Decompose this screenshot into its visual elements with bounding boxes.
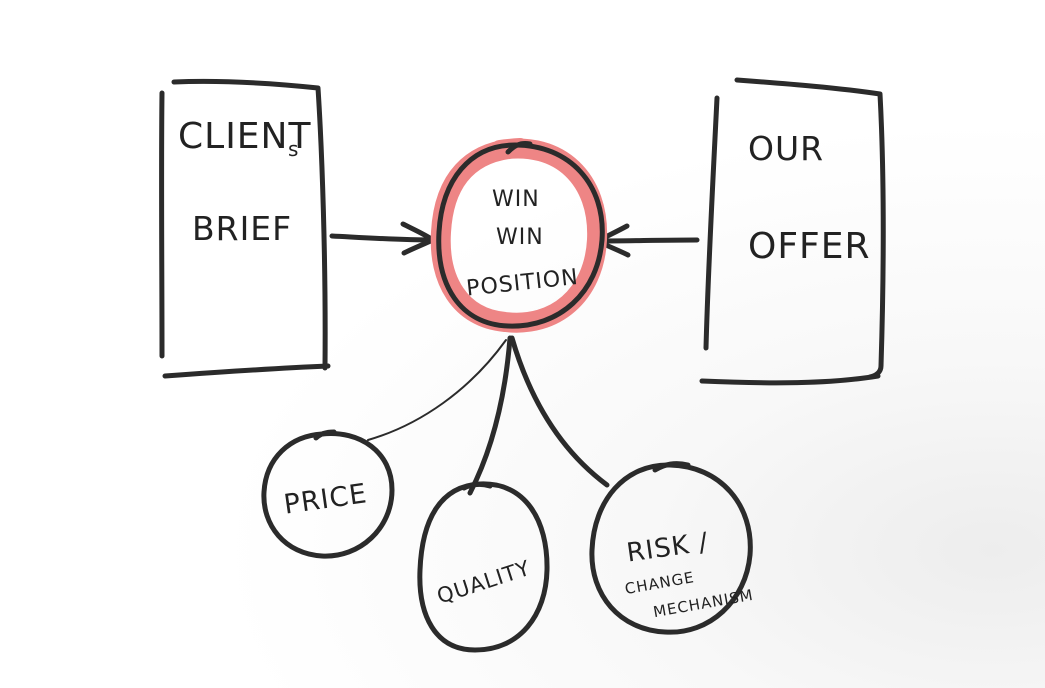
price-label: PRICE	[282, 478, 369, 520]
client-brief-box: CLIENT s BRIEF	[159, 78, 331, 379]
risk-change-mechanism-node: RISK / CHANGE MECHANISM	[589, 461, 755, 635]
risk-line3: MECHANISM	[652, 586, 755, 621]
our-offer-box: OUR OFFER	[699, 77, 886, 386]
client-brief-line1: CLIENT	[178, 116, 311, 157]
risk-line2: CHANGE	[624, 568, 696, 598]
quality-label: QUALITY	[434, 556, 534, 609]
connector-price	[367, 339, 507, 441]
client-brief-suffix: s	[288, 137, 299, 161]
quality-node: QUALITY	[417, 481, 550, 653]
our-offer-line1: OUR	[748, 129, 824, 168]
risk-line1: RISK /	[625, 527, 711, 568]
connector-risk	[509, 335, 610, 488]
arrow-client-to-center	[329, 221, 436, 256]
win-win-position-node: WIN WIN POSITION	[430, 138, 608, 333]
our-offer-line2: OFFER	[748, 226, 871, 267]
arrow-offer-to-center	[595, 223, 700, 258]
center-line2: WIN	[496, 225, 544, 250]
connector-quality	[467, 335, 513, 496]
center-line1: WIN	[492, 187, 540, 212]
client-brief-line2: BRIEF	[192, 209, 292, 248]
price-node: PRICE	[261, 429, 395, 559]
